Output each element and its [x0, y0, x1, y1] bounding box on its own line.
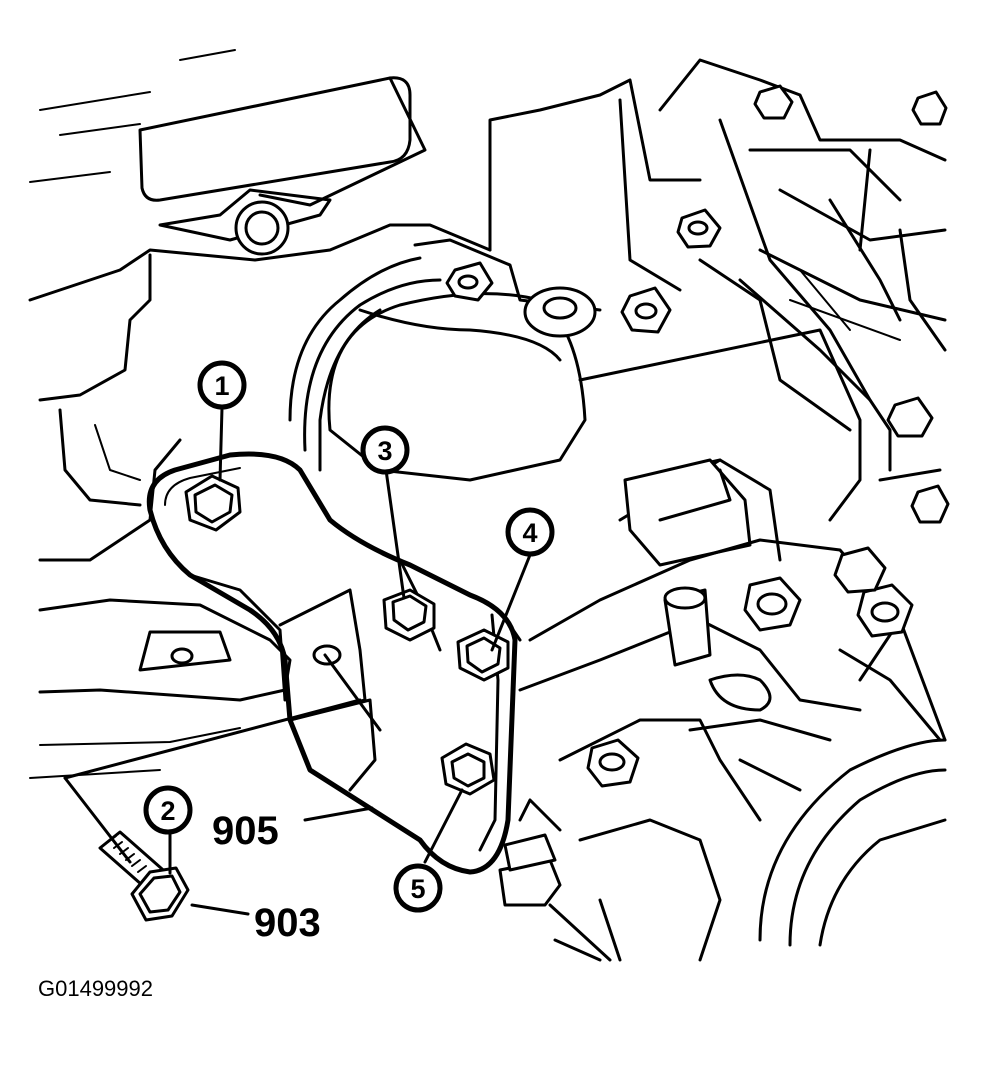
housing-bolt: [833, 546, 887, 594]
callout-3: 3: [360, 425, 410, 475]
callout-2: 2: [143, 785, 193, 835]
housing-bolt: [586, 738, 640, 788]
engine-housing-outline: [28, 49, 947, 962]
housing-bolt: [743, 576, 802, 632]
figure-id: G01499992: [38, 976, 153, 1001]
svg-text:3: 3: [377, 436, 392, 466]
bracket-bolt-4: [456, 628, 510, 682]
callout-5: 5: [393, 863, 443, 913]
housing-bolt: [620, 286, 672, 334]
svg-text:5: 5: [410, 874, 425, 904]
callout-4: 4: [505, 507, 555, 557]
loose-bolt: [98, 830, 190, 922]
housing-bolt: [911, 90, 948, 126]
callout-1: 1: [197, 360, 247, 410]
ref-label-bracket: 905: [212, 809, 279, 853]
mount-bracket: [146, 451, 522, 875]
bracket-bolt-1: [184, 474, 242, 532]
housing-bolt: [856, 583, 914, 638]
housing-bolts: [445, 84, 950, 788]
housing-bolt: [910, 484, 950, 524]
svg-text:2: 2: [160, 796, 175, 826]
housing-bolt: [886, 396, 934, 438]
housing-bolt: [753, 84, 794, 120]
svg-text:1: 1: [214, 371, 229, 401]
leader-lines: [63, 406, 532, 916]
bracket-bolt-5: [440, 742, 496, 796]
housing-bolt: [676, 208, 722, 249]
housing-bolt: [445, 261, 494, 302]
ref-label-bolt: 903: [254, 901, 321, 945]
svg-text:4: 4: [522, 518, 537, 548]
bracket-bolt-3: [382, 588, 436, 642]
